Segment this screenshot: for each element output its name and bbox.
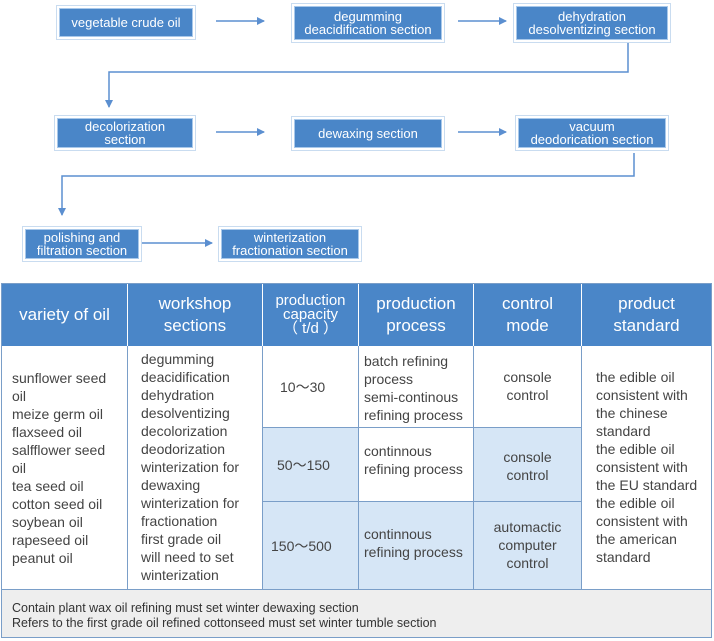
header-standard: product standard — [582, 284, 711, 346]
flow-step-dewaxing: dewaxing section — [294, 119, 442, 148]
header-process: production process — [359, 284, 474, 346]
table-footer-notes: Contain plant wax oil refining must set … — [2, 589, 711, 637]
control-row-3: automactic computer control — [474, 502, 582, 589]
header-variety: variety of oil — [2, 284, 128, 346]
capacity-row-2: 50～150 — [263, 428, 359, 502]
footer-note-2: Refers to the first grade oil refined co… — [12, 616, 437, 630]
flow-step-degumming: degumming deacidification section — [294, 6, 442, 40]
header-workshop: workshop sections — [128, 284, 263, 346]
process-row-1: batch refining process semi-continous re… — [359, 346, 474, 428]
standard-cell: the edible oil consistent with the chine… — [596, 369, 698, 565]
control-row-1: console control — [474, 346, 582, 428]
arrow-3 — [105, 42, 629, 108]
flow-step-polishing: polishing and filtration section — [25, 229, 139, 259]
capacity-row-1: 10～30 — [263, 346, 359, 428]
workshop-cell: degumming deacidification dehydration de… — [128, 346, 263, 589]
flow-step-vacuum: vacuum deodorication section — [518, 118, 666, 148]
flow-step-decolorization: decolorization section — [57, 118, 193, 148]
process-flow-diagram: vegetable crude oil degumming deacidific… — [0, 0, 714, 265]
capacity-row-3: 150～500 — [263, 502, 359, 589]
flow-step-winterization: winterization fractionation section — [221, 229, 359, 259]
specification-table: variety of oil workshop sections product… — [1, 283, 712, 638]
footer-note-1: Contain plant wax oil refining must set … — [12, 601, 359, 615]
header-capacity: production capacity （ t/d ） — [263, 284, 359, 346]
flow-step-dehydration: dehydration desolventizing section — [516, 6, 668, 40]
flow-arrows — [58, 17, 635, 247]
arrow-6 — [58, 153, 635, 216]
variety-cell: sunflower seed oil meize germ oil flaxse… — [2, 346, 128, 589]
process-row-3: continnous refining process — [359, 502, 474, 589]
header-control: control mode — [474, 284, 582, 346]
process-row-2: continnous refining process — [359, 428, 474, 502]
flow-step-crude-oil: vegetable crude oil — [59, 8, 193, 37]
control-row-2: console control — [474, 428, 582, 502]
